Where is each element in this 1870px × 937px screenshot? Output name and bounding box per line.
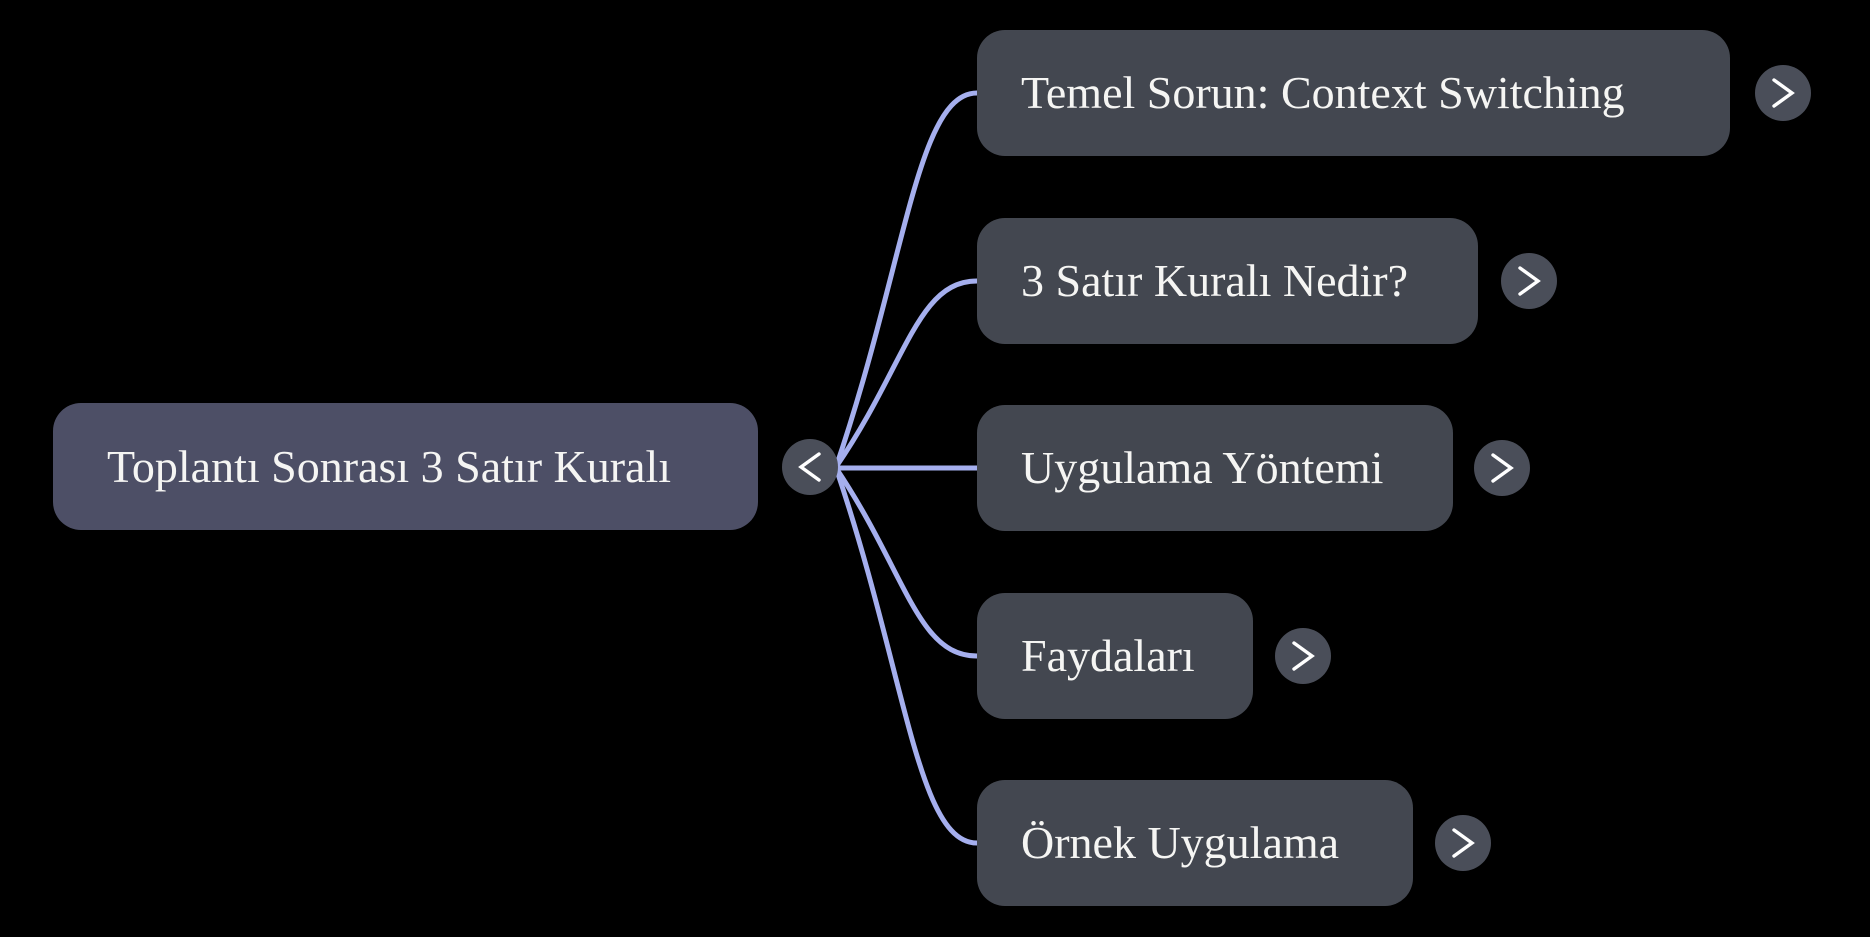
- node-label: Örnek Uygulama: [1021, 817, 1340, 868]
- expand-toggle-ornek-uygulama[interactable]: [1435, 815, 1491, 871]
- node-label: Faydaları: [1021, 630, 1195, 681]
- link-root-to-child-0: [833, 90, 980, 470]
- node-root-label: Toplantı Sonrası 3 Satır Kuralı: [107, 440, 672, 492]
- chevron-left-icon: [793, 450, 827, 484]
- node-temel-sorun-context-switching[interactable]: Temel Sorun: Context Switching: [977, 30, 1730, 156]
- link-root-to-child-1: [833, 278, 980, 470]
- link-root-to-child-4: [833, 465, 980, 846]
- collapse-toggle-root[interactable]: [782, 439, 838, 495]
- node-uygulama-yontemi[interactable]: Uygulama Yöntemi: [977, 405, 1453, 531]
- expand-toggle-3-satir-kurali-nedir[interactable]: [1501, 253, 1557, 309]
- node-faydalari[interactable]: Faydaları: [977, 593, 1253, 719]
- expand-toggle-temel-sorun[interactable]: [1755, 65, 1811, 121]
- node-ornek-uygulama[interactable]: Örnek Uygulama: [977, 780, 1413, 906]
- link-root-to-child-3: [833, 465, 980, 659]
- node-label: Temel Sorun: Context Switching: [1021, 67, 1625, 118]
- expand-toggle-faydalari[interactable]: [1275, 628, 1331, 684]
- chevron-right-icon: [1766, 76, 1800, 110]
- chevron-right-icon: [1512, 264, 1546, 298]
- chevron-right-icon: [1446, 826, 1480, 860]
- node-label: Uygulama Yöntemi: [1021, 442, 1384, 493]
- node-root[interactable]: Toplantı Sonrası 3 Satır Kuralı: [53, 403, 758, 530]
- expand-toggle-uygulama-yontemi[interactable]: [1474, 440, 1530, 496]
- node-label: 3 Satır Kuralı Nedir?: [1021, 255, 1409, 306]
- chevron-right-icon: [1286, 639, 1320, 673]
- node-3-satir-kurali-nedir[interactable]: 3 Satır Kuralı Nedir?: [977, 218, 1478, 344]
- chevron-right-icon: [1485, 451, 1519, 485]
